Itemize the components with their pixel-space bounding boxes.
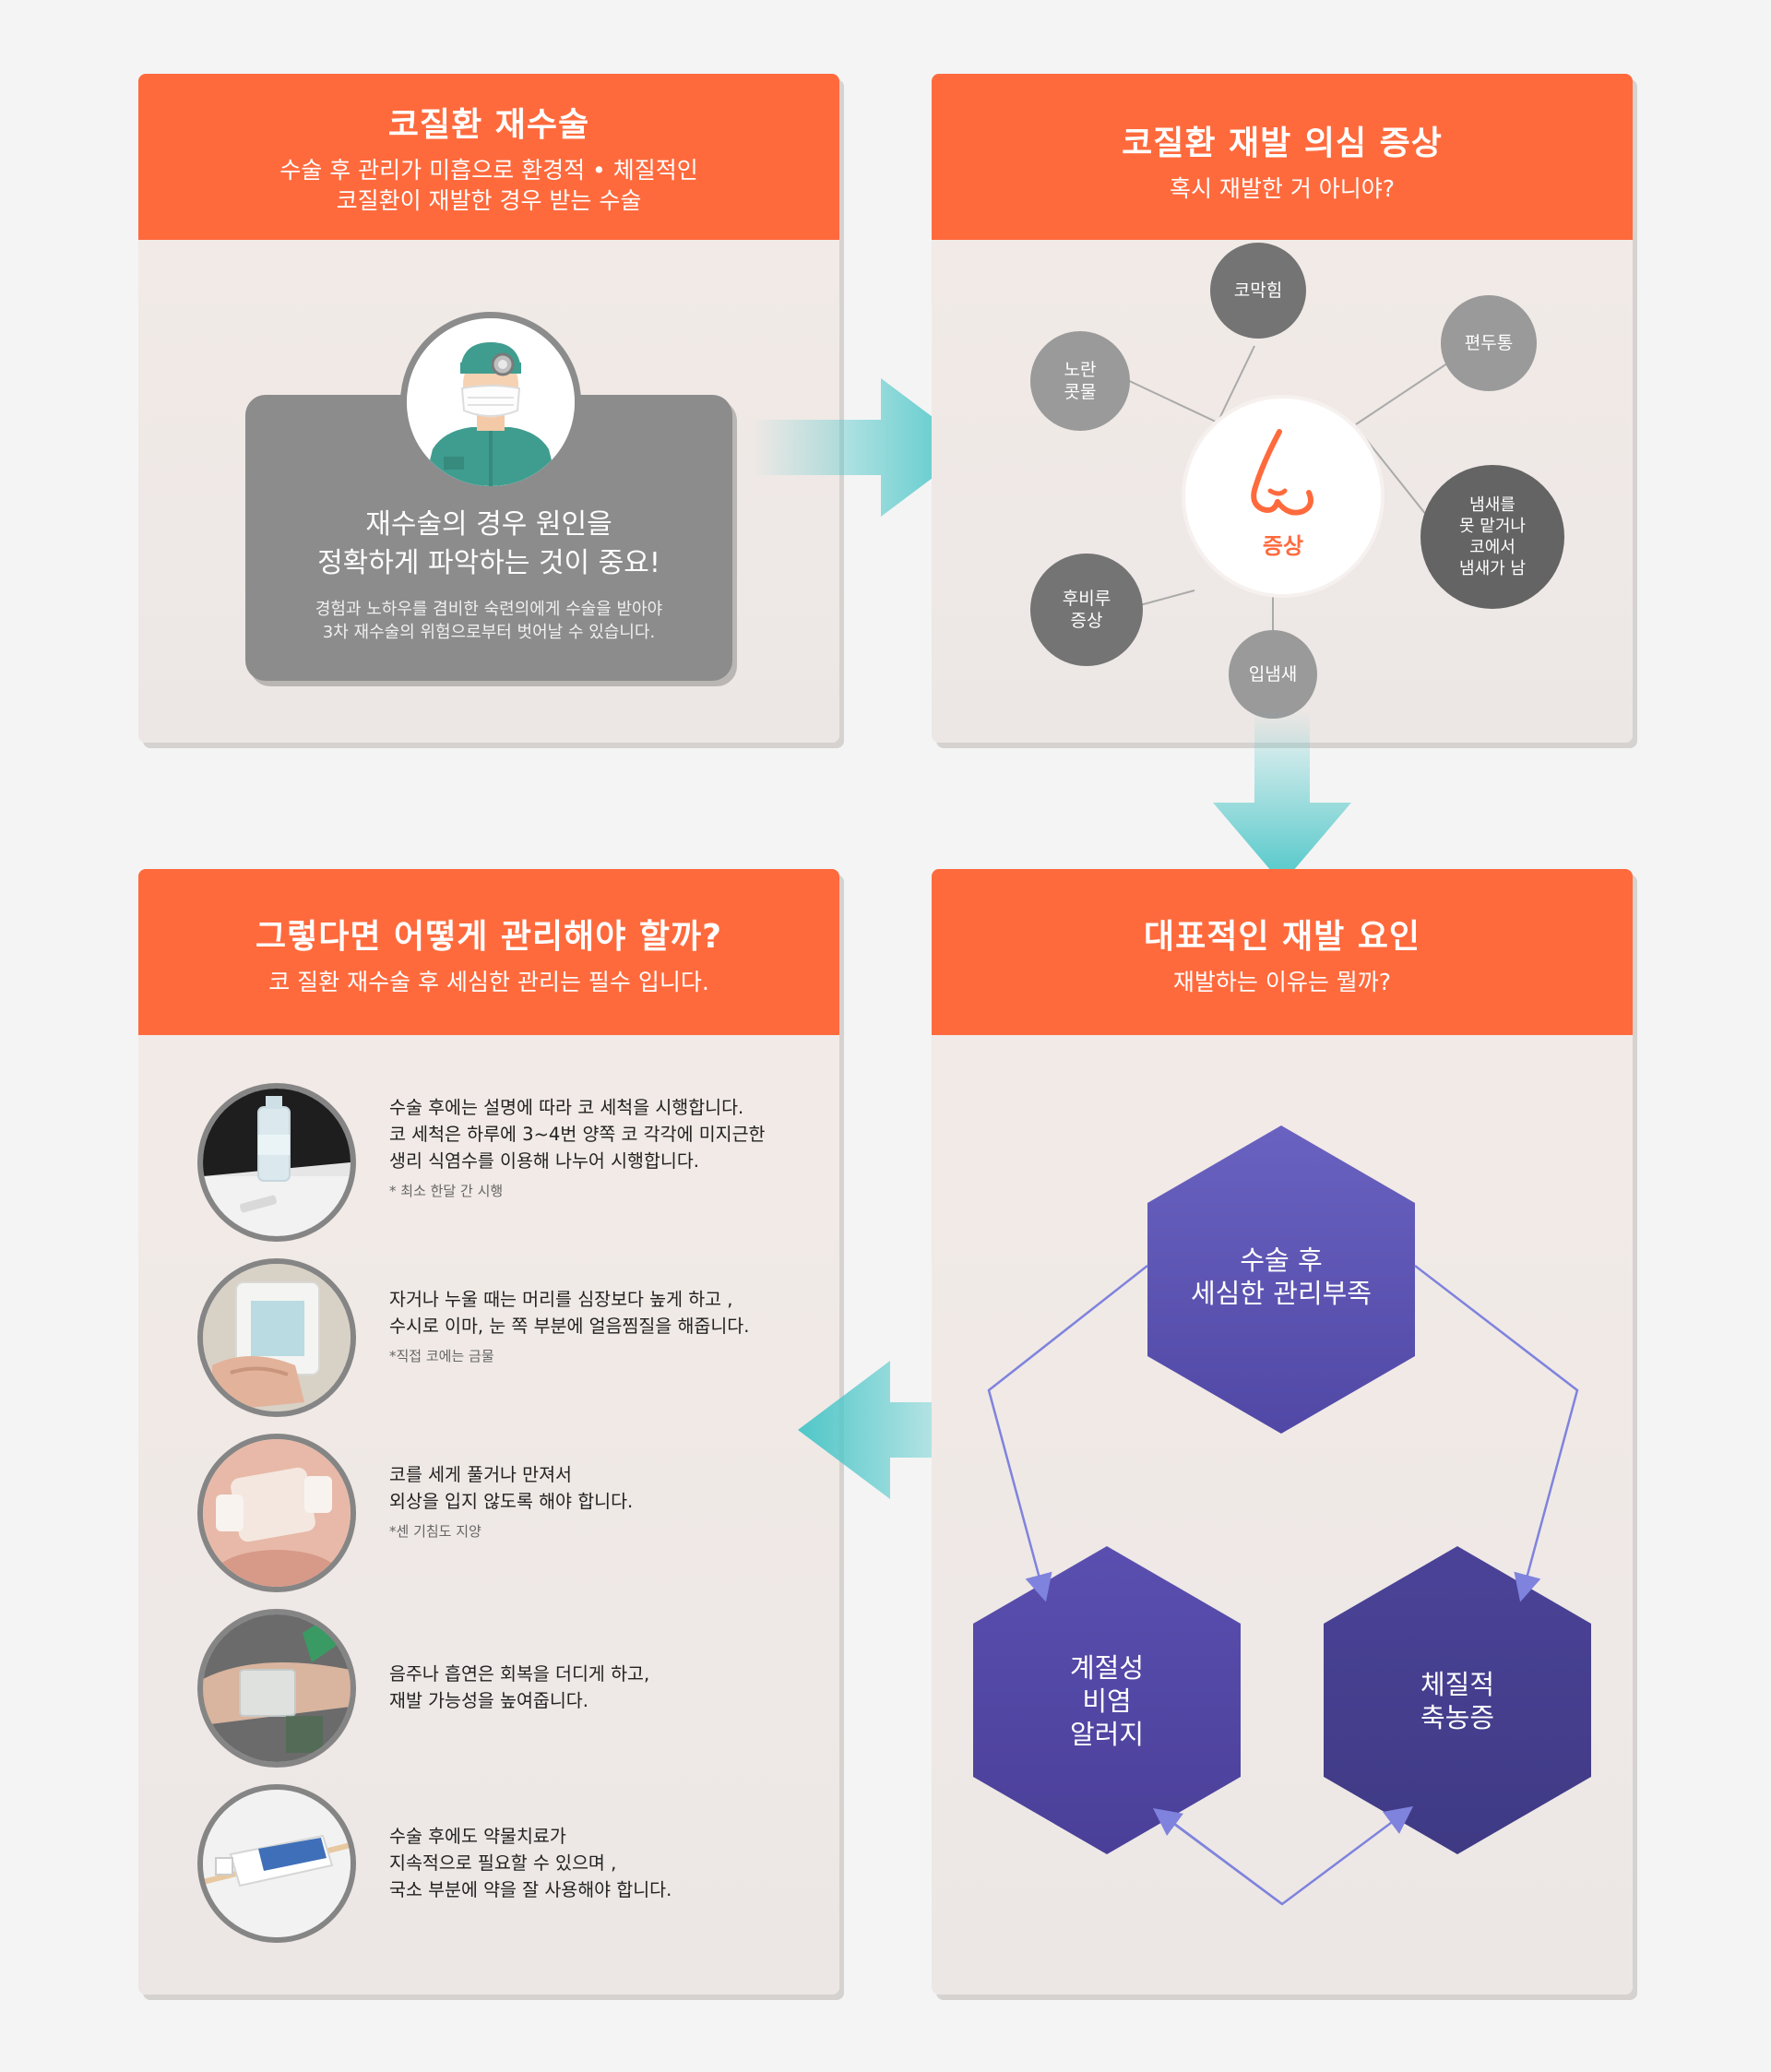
factor-diagram bbox=[973, 1125, 1591, 1906]
panel-title: 코질환 재수술 bbox=[387, 106, 590, 144]
ice-pack-icon bbox=[197, 1258, 356, 1417]
hexagon-left-label: 계절성 비염 알러지 bbox=[1069, 1652, 1145, 1750]
card-headline: 재수술의 경우 원인을 정확하게 파악하는 것이 중요! bbox=[245, 506, 732, 583]
center-label: 증상 bbox=[1262, 533, 1304, 559]
care-item: 수술 후에도 약물치료가 지속적으로 필요할 수 있으며 , 국소 부분에 약을… bbox=[197, 1784, 769, 1946]
panel-care-guide: 그렇다면 어떻게 관리해야 할까? 코 질환 재수술 후 세심한 관리는 필수 … bbox=[138, 869, 839, 1995]
panel-header: 대표적인 재발 요인 재발하는 이유는 뭘까? bbox=[932, 869, 1633, 1035]
care-text: 수술 후에도 약물치료가 지속적으로 필요할 수 있으며 , 국소 부분에 약을… bbox=[389, 1826, 672, 1900]
nose-icon bbox=[1251, 429, 1313, 516]
surgeon-icon bbox=[400, 312, 581, 493]
symptom-node: 냄새를 못 맡거나 코에서 냄새가 남 bbox=[1420, 465, 1564, 609]
care-item: 수술 후에는 설명에 따라 코 세척을 시행합니다. 코 세척은 하루에 3~4… bbox=[197, 1083, 769, 1244]
nose-bandage-icon bbox=[197, 1434, 356, 1592]
hexagon-right-label: 체질적 축농증 bbox=[1420, 1669, 1495, 1733]
care-text: 수술 후에는 설명에 따라 코 세척을 시행합니다. 코 세척은 하루에 3~4… bbox=[389, 1094, 765, 1205]
care-text: 음주나 흡연은 회복을 더디게 하고, 재발 가능성을 높여줍니다. bbox=[389, 1663, 650, 1711]
subtitle-line: 수술 후 관리가 미흡으로 환경적 • 체질적인 bbox=[279, 157, 698, 184]
card-description-line: 3차 재수술의 위험으로부터 벗어날 수 있습니다. bbox=[322, 623, 656, 642]
panel-subtitle: 재발하는 이유는 뭘까? bbox=[1172, 969, 1392, 995]
panel-header: 코질환 재수술 수술 후 관리가 미흡으로 환경적 • 체질적인 코질환이 재발… bbox=[138, 74, 839, 240]
card-description: 경험과 노하우를 겸비한 숙련의에게 수술을 받아야 3차 재수술의 위험으로부… bbox=[245, 598, 732, 644]
saline-bottle-icon bbox=[197, 1083, 356, 1242]
care-text: 코를 세게 풀거나 만져서 외상을 입지 않도록 해야 합니다. *센 기침도 … bbox=[389, 1461, 633, 1545]
care-note: *직접 코에는 금물 bbox=[389, 1348, 494, 1364]
hexagon-right bbox=[1324, 1546, 1591, 1854]
panel-header: 코질환 재발 의심 증상 혹시 재발한 거 아니야? bbox=[932, 74, 1633, 240]
ointment-tube-icon bbox=[197, 1784, 356, 1943]
card-headline-line: 재수술의 경우 원인을 bbox=[365, 508, 612, 541]
care-note: *센 기침도 지양 bbox=[389, 1523, 481, 1540]
symptom-center: 증상 bbox=[1185, 399, 1381, 594]
arrow-down-icon bbox=[1213, 710, 1351, 884]
symptom-node: 편두통 bbox=[1441, 295, 1537, 391]
arrow-right-icon bbox=[752, 378, 973, 517]
care-text: 자거나 누울 때는 머리를 심장보다 높게 하고 , 수시로 이마, 눈 쪽 부… bbox=[389, 1286, 749, 1370]
panel-subtitle: 수술 후 관리가 미흡으로 환경적 • 체질적인 코질환이 재발한 경우 받는 … bbox=[138, 155, 839, 216]
care-item: 코를 세게 풀거나 만져서 외상을 입지 않도록 해야 합니다. *센 기침도 … bbox=[197, 1434, 769, 1595]
card-headline-line: 정확하게 파악하는 것이 중요! bbox=[317, 547, 660, 579]
panel-title: 그렇다면 어떻게 관리해야 할까? bbox=[255, 918, 723, 956]
care-item: 자거나 누울 때는 머리를 심장보다 높게 하고 , 수시로 이마, 눈 쪽 부… bbox=[197, 1258, 769, 1420]
panel-recurrence-factors: 대표적인 재발 요인 재발하는 이유는 뭘까? bbox=[932, 869, 1633, 1995]
hexagon-top-label: 수술 후 세심한 관리부족 bbox=[1191, 1244, 1372, 1309]
arrow-left-icon bbox=[798, 1361, 1019, 1499]
hexagon-left bbox=[973, 1546, 1241, 1854]
subtitle-line: 코질환이 재발한 경우 받는 수술 bbox=[336, 187, 642, 214]
care-note: * 최소 한달 간 시행 bbox=[389, 1183, 504, 1199]
panel-subtitle: 코 질환 재수술 후 세심한 관리는 필수 입니다. bbox=[268, 969, 709, 995]
drinking-glass-icon bbox=[197, 1609, 356, 1768]
panel-subtitle: 혹시 재발한 거 아니야? bbox=[1169, 175, 1396, 202]
care-item: 음주나 흡연은 회복을 더디게 하고, 재발 가능성을 높여줍니다. bbox=[197, 1609, 769, 1770]
panel-title: 코질환 재발 의심 증상 bbox=[1122, 125, 1443, 162]
panel-revision-surgery: 코질환 재수술 수술 후 관리가 미흡으로 환경적 • 체질적인 코질환이 재발… bbox=[138, 74, 839, 743]
card-description-line: 경험과 노하우를 겸비한 숙련의에게 수술을 받아야 bbox=[315, 600, 663, 619]
symptom-node: 입냄새 bbox=[1229, 630, 1317, 719]
panel-title: 대표적인 재발 요인 bbox=[1143, 918, 1421, 956]
symptom-node: 코막힘 bbox=[1210, 243, 1306, 339]
panel-header: 그렇다면 어떻게 관리해야 할까? 코 질환 재수술 후 세심한 관리는 필수 … bbox=[138, 869, 839, 1035]
hexagon-top bbox=[1147, 1125, 1415, 1434]
